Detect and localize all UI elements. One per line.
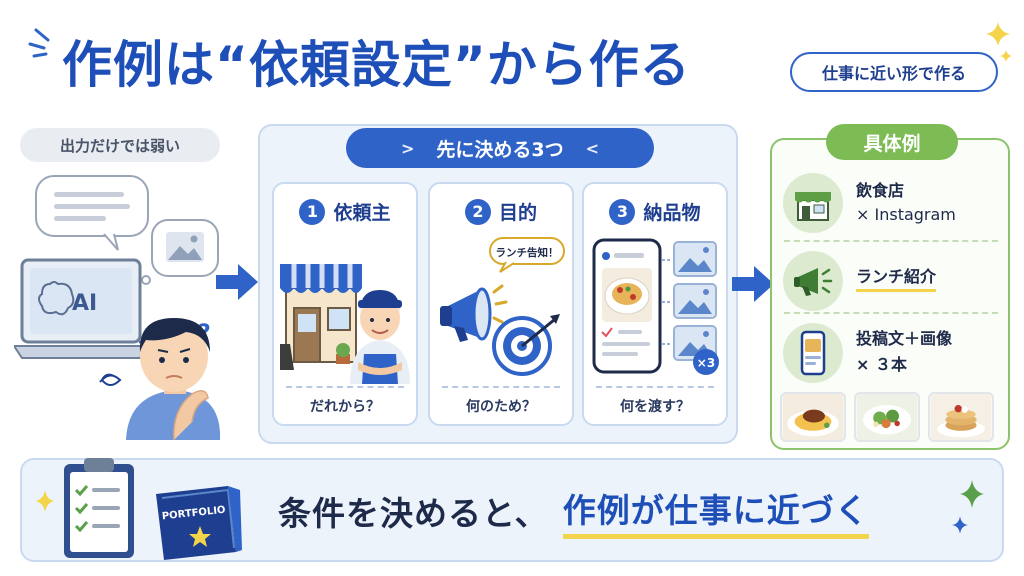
title-accent-lines-icon: [28, 28, 50, 58]
decide-three-banner: > 先に決める3つ <: [346, 128, 654, 168]
arrow-right-icon: [732, 266, 774, 302]
card-client: 1 依頼主 だれから？: [272, 182, 418, 426]
phone-posts-illustration: ×3: [592, 238, 719, 375]
speech-bubble-icon: [35, 175, 149, 251]
confused-user-laptop-illustration: AI ? ?: [14, 175, 221, 441]
smartphone-icon: [592, 238, 662, 374]
conclusion-plain: 条件を決めると、: [278, 494, 549, 533]
card-question: 何のため？: [466, 399, 536, 415]
card-question: 何を渡す？: [620, 399, 690, 415]
lunch-announce-label: ランチ告知！: [496, 246, 559, 259]
card-purpose: 2 目的 ランチ告知！ 何のため？: [428, 182, 574, 426]
example-platform: × Instagram: [856, 205, 956, 224]
image-icon: ×3: [662, 241, 719, 375]
chevron-right-icon: >: [400, 138, 415, 158]
example-deliverable: 投稿文＋画像: [856, 329, 953, 348]
weak-output-badge: 出力だけでは弱い: [20, 128, 220, 162]
subtitle-badge: 仕事に近い形で作る: [790, 52, 998, 92]
shop-owner-person-icon: [350, 290, 410, 384]
card-divider: [286, 386, 404, 388]
chevron-left-icon: <: [585, 138, 600, 158]
card-title: 納品物: [643, 202, 701, 224]
sparkle-icon: [952, 480, 984, 534]
smartphone-icon: [783, 323, 843, 383]
conclusion-text: 条件を決めると、 作例が仕事に近づく: [278, 482, 869, 540]
step-number: 2: [464, 198, 491, 225]
example-divider: [784, 240, 998, 242]
sparkle-icon: [986, 22, 1012, 62]
laptop-icon: AI: [14, 258, 150, 359]
card-title: 依頼主: [333, 202, 391, 224]
shop-icon: [783, 173, 843, 233]
card-question: だれから？: [310, 399, 380, 415]
ai-screen-label: AI: [72, 291, 97, 316]
examples-badge: 具体例: [826, 124, 958, 160]
card-deliverable: 3 納品物: [582, 182, 728, 426]
count-badge: ×3: [697, 356, 715, 370]
arrow-right-icon: [216, 264, 258, 300]
food-photo-pancakes: [928, 392, 994, 442]
portfolio-icon: PORTFOLIO: [156, 486, 242, 560]
shop-owner-illustration: [280, 264, 410, 384]
image-icon: [141, 219, 219, 285]
clipboard-checklist-icon: [64, 458, 134, 558]
food-photo-salad: [854, 392, 920, 442]
megaphone-icon: [440, 284, 508, 342]
card-divider: [596, 386, 714, 388]
card-title: 目的: [498, 202, 537, 224]
example-divider: [784, 312, 998, 314]
decide-three-label: 先に決める3つ: [436, 138, 564, 161]
lunch-announce-bubble: ランチ告知！: [489, 237, 565, 273]
sparkle-icon: [36, 490, 54, 512]
example-business: 飲食店: [856, 181, 905, 200]
conclusion-emphasis: 作例が仕事に近づく: [562, 484, 869, 539]
food-photo-omurice: [780, 392, 846, 442]
example-quantity: × ３本: [856, 355, 907, 374]
step-number: 1: [299, 198, 326, 225]
page-title: 作例は“依頼設定”から作る: [62, 36, 691, 94]
person-icon: [126, 318, 221, 441]
megaphone-target-illustration: ランチ告知！: [440, 237, 565, 376]
step-number: 3: [609, 198, 636, 225]
card-divider: [442, 386, 560, 388]
shop-icon: [280, 264, 362, 370]
target-icon: [492, 314, 560, 376]
megaphone-icon: [783, 251, 843, 311]
example-purpose: ランチ紹介: [856, 266, 937, 292]
